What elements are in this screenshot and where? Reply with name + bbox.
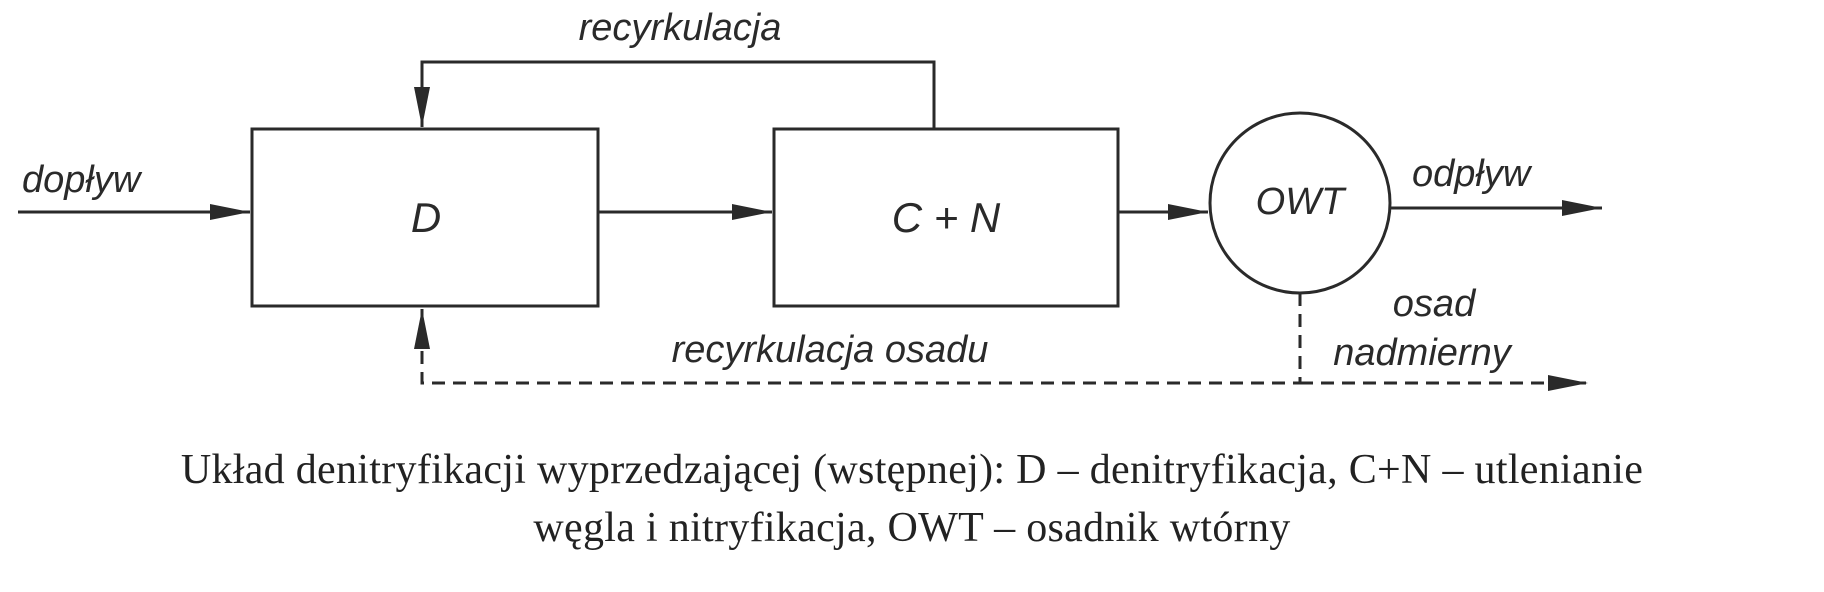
caption-line-1: Układ denitryfikacji wyprzedzającej (wst… [180, 447, 1644, 493]
owt-label: OWT [1256, 181, 1347, 223]
d-label: D [411, 194, 441, 241]
recirculation-label: recyrkulacja [579, 7, 782, 49]
excess-sludge-label-line2: nadmierny [1333, 332, 1512, 374]
excess-sludge-label-line1: osad [1393, 283, 1477, 325]
sludge-recirculation-label: recyrkulacja osadu [672, 329, 989, 371]
sludge-recirculation-line [414, 293, 1302, 385]
d-box [250, 127, 600, 308]
outflow-label: odpływ [1412, 153, 1533, 195]
cn-label: C + N [892, 194, 1001, 241]
inflow-label: dopływ [22, 159, 143, 201]
recirculation-line [414, 60, 936, 129]
cn-box [772, 127, 1120, 308]
caption-line-2: węgla i nitryfikacja, OWT – osadnik wtór… [533, 505, 1291, 551]
